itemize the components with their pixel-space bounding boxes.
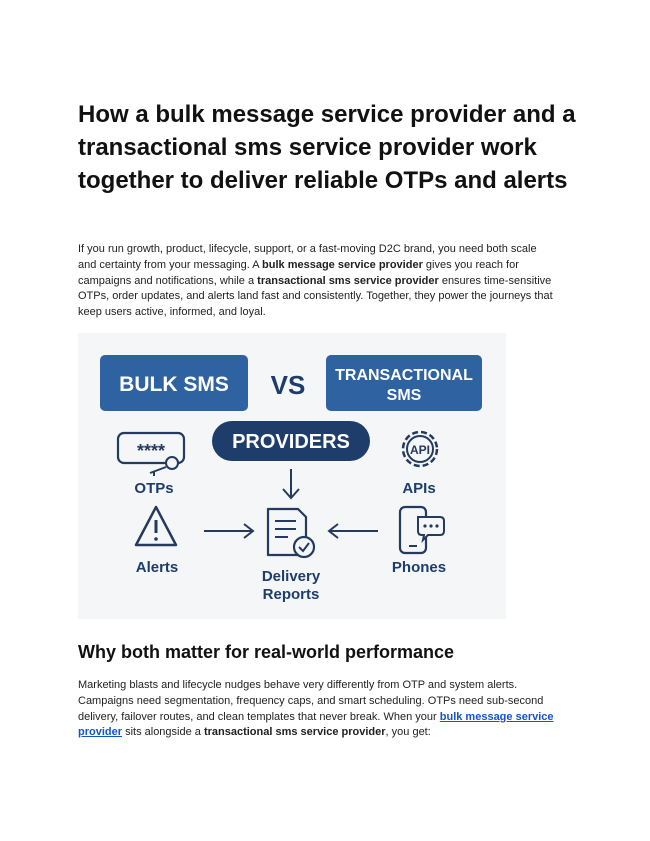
api-gear-text: API (410, 443, 430, 457)
password-key-icon: **** (116, 431, 186, 476)
phones-label: Phones (392, 559, 446, 576)
warning-triangle-icon (134, 505, 178, 547)
page-title: How a bulk message service provider and … (78, 101, 576, 194)
vs-label: VS (271, 370, 306, 400)
providers-pill (212, 421, 370, 461)
delivery-label-line1: Delivery (262, 568, 321, 585)
apis-label: APIs (402, 480, 435, 497)
section-heading: Why both matter for real-world performan… (78, 642, 455, 662)
down-arrow-icon (282, 469, 300, 500)
section-bold-1: transactional sms service provider (203, 726, 386, 739)
intro-text-2: gives you reach for campaigns and notifi… (78, 258, 519, 287)
transactional-sms-box (326, 355, 482, 411)
api-gear-icon: API (401, 430, 439, 468)
section-paragraph: Marketing blasts and lifecycle nudges be… (78, 678, 554, 741)
transactional-label-line1: TRANSACTIONAL (335, 367, 473, 384)
section-text-1: Marketing blasts and lifecycle nudges be… (78, 679, 544, 723)
alerts-label: Alerts (136, 559, 179, 576)
intro-text-1: If you run growth, product, lifecycle, s… (78, 243, 537, 271)
delivery-label-line2: Reports (263, 586, 320, 603)
bulk-message-provider-link[interactable]: bulk message service provider (78, 710, 554, 739)
delivery-report-icon (266, 507, 316, 559)
section-text-3: , you get: (385, 726, 431, 739)
intro-bold-1: bulk message service provider (262, 258, 423, 271)
intro-text-3: ensures time-sensitive OTPs, order updat… (78, 274, 553, 319)
arrow-right-icon (204, 523, 255, 539)
bulk-sms-label: BULK SMS (119, 373, 229, 396)
providers-label: PROVIDERS (232, 431, 350, 453)
bulk-sms-box (100, 355, 248, 411)
transactional-label-line2: SMS (387, 387, 422, 404)
section-text-2: sits alongside a (122, 726, 204, 739)
otps-label: OTPs (134, 480, 173, 497)
intro-paragraph: If you run growth, product, lifecycle, s… (78, 242, 554, 321)
arrow-left-icon (327, 523, 378, 539)
providers-illustration: BULK SMS VS TRANSACTIONAL SMS PROVIDERS … (78, 333, 506, 619)
phone-chat-icon (398, 505, 445, 555)
intro-bold-2: transactional sms service provider (257, 274, 439, 287)
illustration-svg: BULK SMS VS TRANSACTIONAL SMS PROVIDERS … (100, 355, 482, 603)
password-mask: **** (137, 441, 165, 461)
